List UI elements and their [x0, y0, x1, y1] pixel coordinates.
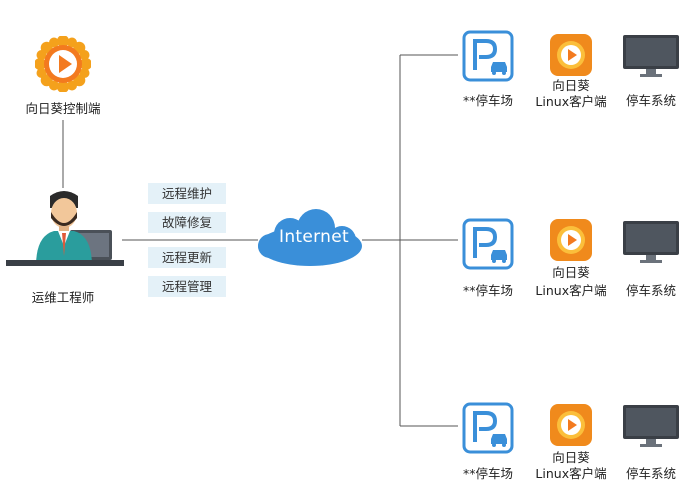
- sunflower-client-icon: [550, 219, 592, 261]
- service-tag-fault-repair: 故障修复: [148, 212, 226, 233]
- service-tag-remote-update: 远程更新: [148, 247, 226, 268]
- monitor-icon: [622, 404, 680, 448]
- parking-label: **停车场: [462, 93, 513, 108]
- sunflower-client-icon: [550, 34, 592, 76]
- parking-icon: [462, 402, 514, 454]
- sunflower-client-icon: [550, 404, 592, 446]
- client-label-line1: 向日葵: [552, 78, 590, 93]
- engineer-label: 运维工程师: [31, 290, 95, 305]
- client-label-line2: Linux客户端: [535, 283, 607, 298]
- monitor-icon: [622, 34, 680, 78]
- engineer-at-desk-icon: [6, 186, 124, 266]
- service-tag-remote-maintenance: 远程维护: [148, 183, 226, 204]
- client-label-line1: 向日葵: [552, 265, 590, 280]
- service-tag-remote-management: 远程管理: [148, 276, 226, 297]
- monitor-icon: [622, 220, 680, 264]
- system-label: 停车系统: [625, 93, 676, 108]
- parking-label: **停车场: [462, 466, 513, 481]
- system-label: 停车系统: [625, 283, 676, 298]
- parking-icon: [462, 218, 514, 270]
- cloud-icon: [250, 208, 370, 270]
- parking-icon: [462, 30, 514, 82]
- client-label-line1: 向日葵: [552, 450, 590, 465]
- system-label: 停车系统: [625, 466, 676, 481]
- internet-label: Internet: [279, 227, 349, 247]
- client-label-line2: Linux客户端: [535, 466, 607, 481]
- sunflower-logo-icon: [34, 35, 92, 93]
- client-label-line2: Linux客户端: [535, 94, 607, 109]
- controller-label: 向日葵控制端: [25, 101, 101, 116]
- parking-label: **停车场: [462, 283, 513, 298]
